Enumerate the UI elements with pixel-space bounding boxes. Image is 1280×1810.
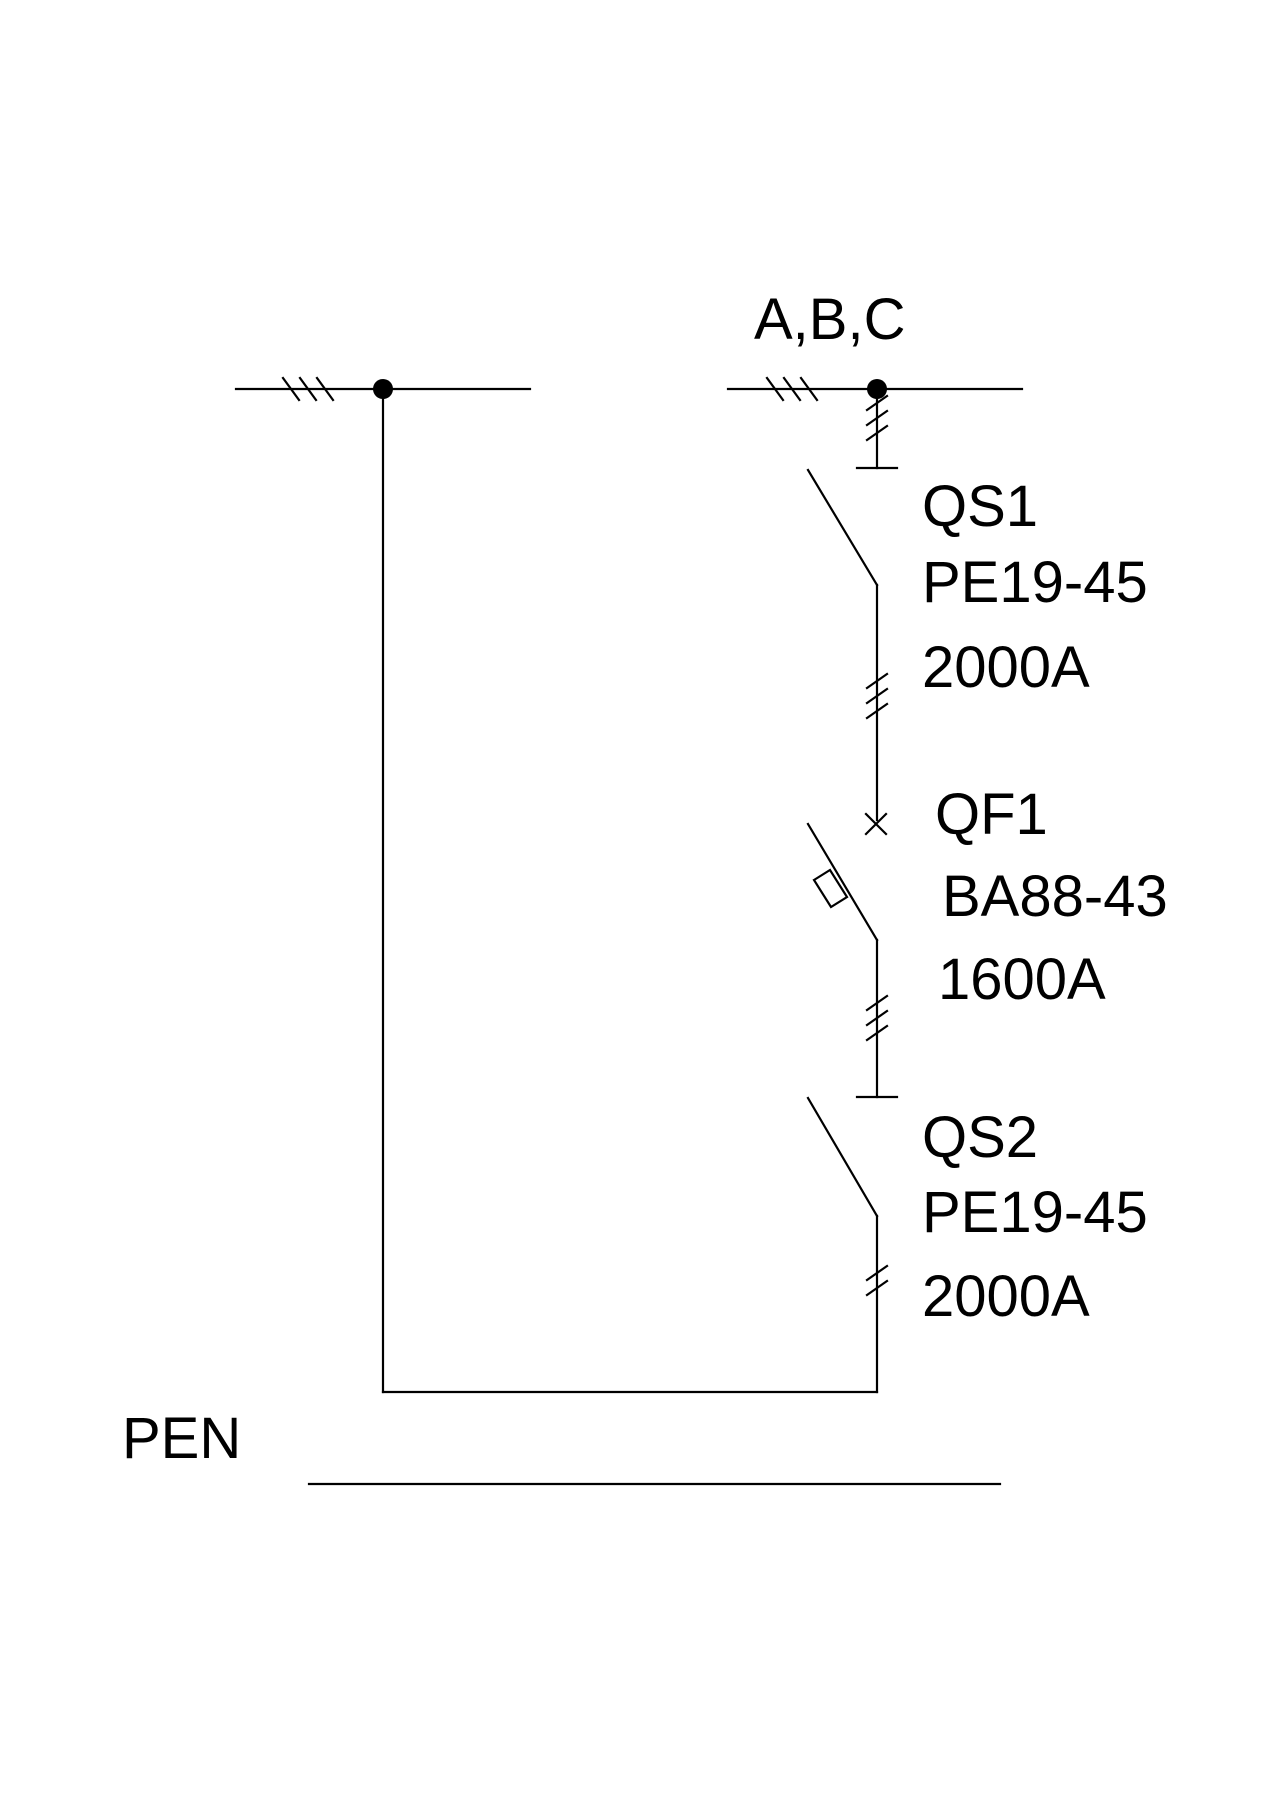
- pen-label: PEN: [122, 1406, 241, 1471]
- bus-label: A,B,C: [754, 287, 906, 352]
- qs2-disconnector-symbol: [806, 1096, 889, 1394]
- qf1-designation: QF1: [935, 782, 1048, 847]
- qs1-disconnector-symbol: [806, 468, 889, 822]
- qs2-rating: 2000A: [922, 1264, 1090, 1329]
- qs1-type: PE19-45: [922, 550, 1148, 615]
- qf1-type: BA88-43: [942, 864, 1168, 929]
- qf1-rating: 1600A: [938, 947, 1106, 1012]
- qs2-type: PE19-45: [922, 1180, 1148, 1245]
- qs2-designation: QS2: [922, 1105, 1038, 1170]
- qs1-designation: QS1: [922, 474, 1038, 539]
- qs1-rating: 2000A: [922, 635, 1090, 700]
- qf1-breaker-symbol: [806, 812, 899, 1099]
- feeder-top-wire: [855, 387, 899, 470]
